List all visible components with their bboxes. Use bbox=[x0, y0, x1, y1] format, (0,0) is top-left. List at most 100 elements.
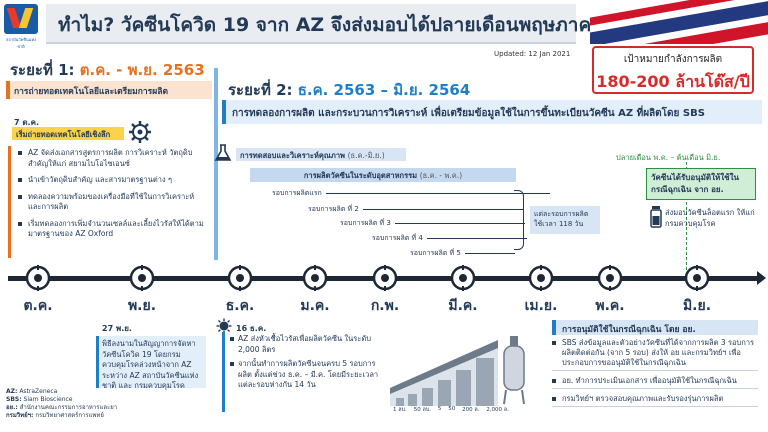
scale-up-graphic bbox=[390, 336, 525, 406]
round-label: รอบการผลิต ที่ 4 bbox=[372, 234, 423, 242]
phase1-rail bbox=[8, 146, 11, 258]
scale-tick: 5 bbox=[437, 406, 442, 412]
timeline-node-icon bbox=[129, 265, 155, 291]
list-item: AZ ส่งหัวเชื้อไวรัสเพื่อผลิตวัคซีน ในระด… bbox=[230, 334, 380, 355]
virus-icon bbox=[216, 318, 232, 334]
test-label-period: (ธ.ค.-มิ.ย.) bbox=[347, 151, 385, 160]
timeline-month-label: ก.พ. bbox=[370, 298, 400, 314]
dec16-list: AZ ส่งหัวเชื้อไวรัสเพื่อผลิตวัคซีน ในระด… bbox=[230, 334, 380, 395]
timeline-month-label: ธ.ค. bbox=[225, 298, 255, 314]
round-duration-note: แต่ละรอบการผลิต ใช้เวลา 118 วัน bbox=[530, 206, 600, 234]
timeline-node-icon bbox=[597, 265, 623, 291]
abbr-row: AZ: AstraZeneca bbox=[6, 388, 186, 396]
abbr-value: AstraZeneca bbox=[19, 388, 58, 395]
abbr-key: กรมวิทย์ฯ: bbox=[6, 412, 34, 419]
eua-timing: ปลายเดือน พ.ค. – ต้นเดือน มิ.ย. bbox=[616, 153, 721, 162]
production-round-4: รอบการผลิต ที่ 4 bbox=[372, 233, 527, 244]
phase2-rail bbox=[214, 68, 218, 260]
vaccine-vial-icon bbox=[650, 206, 662, 228]
timeline-node-icon bbox=[684, 265, 710, 291]
abbr-value: กรมวิทยาศาสตร์การแพทย์ bbox=[35, 412, 104, 419]
phase1-subtitle: การถ่ายทอดเทคโนโลยีและเตรียมการผลิต bbox=[6, 81, 212, 99]
page-title: ทำไม? วัคซีนโควิด 19 จาก AZ จึงส่งมอบได้… bbox=[58, 10, 663, 40]
timeline-node-icon bbox=[227, 265, 253, 291]
list-item: กรมวิทย์ฯ ตรวจสอบคุณภาพและรับรองรุ่นการผ… bbox=[552, 394, 758, 407]
round-label: รอบการผลิต ที่ 5 bbox=[410, 249, 461, 257]
phase2-subtitle: การทดลองการผลิต และกระบวนการวิเคราะห์ เพ… bbox=[222, 100, 762, 124]
scale-tick: 1 ลบ. bbox=[393, 407, 407, 413]
production-round-3: รอบการผลิต ที่ 3 bbox=[340, 218, 525, 229]
phase2-heading: ระยะที่ 2: ธ.ค. 2563 – มิ.ย. 2564 bbox=[228, 78, 470, 102]
abbreviations: AZ: AstraZeneca SBS: Siam Bioscience อย.… bbox=[6, 388, 186, 420]
timeline-month-label: ต.ค. bbox=[23, 298, 53, 314]
phase1-list: AZ จัดส่งเอกสารสูตรการผลิต การวิเคราะห์ … bbox=[18, 148, 204, 246]
title-text: วัคซีนโควิด 19 จาก AZ จึงส่งมอบได้ปลายเด… bbox=[120, 14, 664, 36]
timeline-node-icon bbox=[302, 265, 328, 291]
nov27-label: 27 พ.ย. bbox=[102, 324, 132, 333]
phase1-heading: ระยะที่ 1: ต.ค. - พ.ย. 2563 bbox=[10, 58, 205, 82]
round-label: รอบการผลิต ที่ 3 bbox=[340, 219, 391, 227]
production-round-5: รอบการผลิต ที่ 5 bbox=[410, 248, 515, 259]
list-item: อย. ทำการประเมินเอกสาร เพื่ออนุมัติใช้ใน… bbox=[552, 376, 758, 389]
production-round-2: รอบการผลิต ที่ 2 bbox=[308, 204, 523, 215]
scale-tick: 50 bbox=[448, 406, 456, 412]
list-item: AZ จัดส่งเอกสารสูตรการผลิต การวิเคราะห์ … bbox=[18, 148, 204, 169]
industrial-production-band: การผลิตวัคซีนในระดับอุตสาหกรรม (ธ.ค. - พ… bbox=[250, 168, 516, 182]
logo-text: สถาบันวัคซีนแห่งชาติ bbox=[6, 37, 36, 49]
scale-up-ticks: 1 ลบ. 50 ลบ. 5 50 200 ล. 2,000 ล. bbox=[393, 406, 509, 414]
updated-date: Updated: 12 Jan 2021 bbox=[494, 50, 571, 58]
oct7-tag: เริ่มถ่ายทอดเทคโนโลยีเชิงลึก bbox=[12, 127, 124, 140]
first-lot-delivery: ส่งมอบวัคซีนล็อตแรก ให้แก่กรมควบคุมโรค bbox=[665, 208, 755, 228]
timeline-node-icon bbox=[450, 265, 476, 291]
timeline-node-icon bbox=[25, 265, 51, 291]
list-item: ทดลองความพร้อมของเครื่องมือที่ใช้ในการวิ… bbox=[18, 192, 204, 213]
timeline-month-label: ม.ค. bbox=[300, 298, 330, 314]
round-label: รอบการผลิต ที่ 2 bbox=[308, 205, 359, 213]
timeline-month-label: มิ.ย. bbox=[682, 298, 712, 314]
timeline-month-label: มี.ค. bbox=[448, 298, 478, 314]
fda-eua-heading: การอนุมัติใช้ในกรณีฉุกเฉิน โดย อย. bbox=[552, 320, 758, 335]
eua-dashed-line bbox=[686, 162, 687, 270]
thai-flag-graphic bbox=[590, 0, 768, 44]
phase1-period: ต.ค. - พ.ย. 2563 bbox=[79, 61, 205, 79]
phase1-prefix: ระยะที่ 1: bbox=[10, 61, 75, 79]
list-item: นำเข้าวัตถุดิบสำคัญ และสารมาตรฐานต่าง ๆ bbox=[18, 175, 204, 186]
title-question: ทำไม? bbox=[58, 14, 115, 36]
dec16-rail bbox=[222, 332, 225, 412]
fda-eua-list: SBS ส่งข้อมูลและตัวอย่างวัคซีนที่ได้จากก… bbox=[552, 338, 758, 412]
institute-logo: สถาบันวัคซีนแห่งชาติ bbox=[4, 4, 38, 49]
oct7-label: 7 ต.ค. bbox=[14, 118, 39, 127]
production-target-box: เป้าหมายกำลังการผลิต 180-200 ล้านโด๊ส/ปี bbox=[592, 46, 754, 94]
title-bar bbox=[46, 4, 576, 44]
nov27-rail bbox=[96, 336, 99, 388]
gear-icon bbox=[129, 121, 151, 143]
timeline-month-label: พ.ค. bbox=[595, 298, 625, 314]
abbr-row: SBS: Siam Bioscience bbox=[6, 396, 186, 404]
abbr-key: SBS: bbox=[6, 396, 22, 403]
timeline-month-label: เม.ย. bbox=[524, 298, 558, 314]
list-item: จากนั้นทำการผลิตวัคซีนจนครบ 5 รอบการผลิต… bbox=[230, 359, 380, 391]
timeline-node-icon bbox=[528, 265, 554, 291]
timeline-month-label: พ.ย. bbox=[127, 298, 157, 314]
scale-tick: 2,000 ล. bbox=[486, 407, 509, 413]
eua-approval-box: วัคซีนได้รับอนุมัติให้ใช้ในกรณีฉุกเฉิน จ… bbox=[646, 168, 756, 200]
nov27-box: พิธีลงนามในสัญญาการจัดหาวัคซีนโควิด 19 โ… bbox=[96, 336, 206, 390]
test-label-text: การทดสอบและวิเคราะห์คุณภาพ bbox=[240, 151, 345, 160]
abbr-row: อย.: สำนักงานคณะกรรมการอาหารและยา bbox=[6, 404, 186, 412]
scale-tick: 200 ล. bbox=[462, 407, 480, 413]
rounds-brace bbox=[514, 190, 524, 250]
bioreactor-icon bbox=[503, 336, 525, 405]
round-label: รอบการผลิตแรก bbox=[272, 189, 322, 197]
dec16-label: 16 ธ.ค. bbox=[236, 324, 267, 333]
quality-testing-label: การทดสอบและวิเคราะห์คุณภาพ (ธ.ค.-มิ.ย.) bbox=[236, 148, 406, 161]
timeline-node-icon bbox=[372, 265, 398, 291]
phase2-period: ธ.ค. 2563 – มิ.ย. 2564 bbox=[297, 81, 471, 99]
flask-icon bbox=[214, 144, 232, 161]
abbr-key: AZ: bbox=[6, 388, 18, 395]
abbr-value: Siam Bioscience bbox=[23, 396, 73, 403]
list-item: SBS ส่งข้อมูลและตัวอย่างวัคซีนที่ได้จากก… bbox=[552, 338, 758, 371]
list-item: เริ่มทดลองการเพิ่มจำนวนเซลล์และเลี้ยงไวร… bbox=[18, 219, 204, 240]
abbr-value: สำนักงานคณะกรรมการอาหารและยา bbox=[19, 404, 118, 411]
production-round-1: รอบการผลิตแรก bbox=[272, 188, 550, 199]
